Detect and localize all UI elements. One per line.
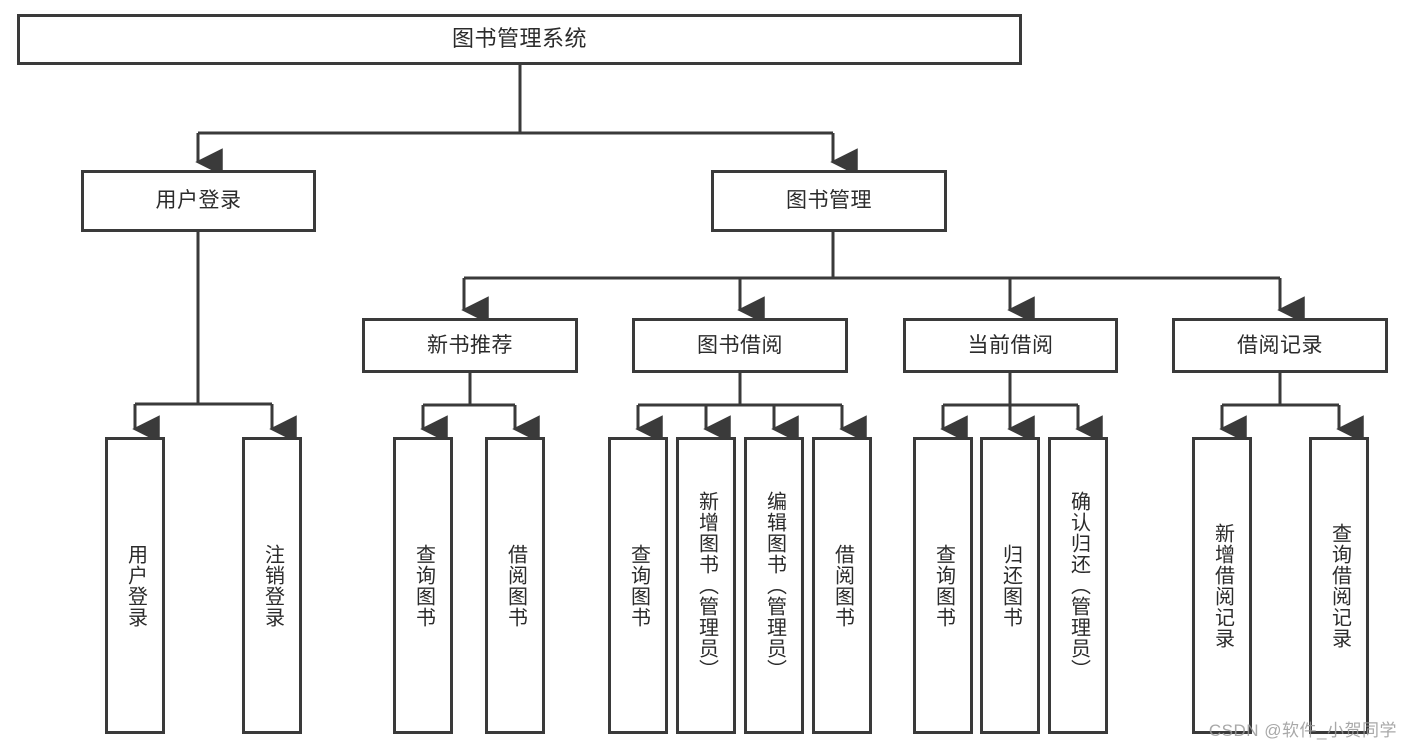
leaf-confirm-return-admin[interactable]: 确认归还（管理员） [1048, 437, 1108, 734]
node-book-borrow[interactable]: 图书借阅 [632, 318, 848, 373]
leaf-query-book-borrow[interactable]: 查询图书 [608, 437, 668, 734]
leaf-label: 查询图书 [932, 543, 955, 628]
leaf-add-borrow-record[interactable]: 新增借阅记录 [1192, 437, 1252, 734]
node-root-book-management-system[interactable]: 图书管理系统 [17, 14, 1022, 65]
leaf-add-book-admin[interactable]: 新增图书（管理员） [676, 437, 736, 734]
node-label: 图书管理系统 [451, 26, 587, 52]
leaf-query-book-current[interactable]: 查询图书 [913, 437, 973, 734]
leaf-label: 注销登录 [261, 543, 284, 628]
leaf-label: 借阅图书 [831, 543, 854, 628]
leaf-logout-login[interactable]: 注销登录 [242, 437, 302, 734]
leaf-label: 查询图书 [412, 543, 435, 628]
node-user-login[interactable]: 用户登录 [81, 170, 316, 232]
leaf-query-borrow-record[interactable]: 查询借阅记录 [1309, 437, 1369, 734]
node-borrow-record[interactable]: 借阅记录 [1172, 318, 1388, 373]
leaf-return-book[interactable]: 归还图书 [980, 437, 1040, 734]
leaf-label: 编辑图书（管理员） [763, 491, 786, 680]
node-label: 当前借阅 [967, 333, 1054, 357]
leaf-query-book-newbook[interactable]: 查询图书 [393, 437, 453, 734]
node-label: 新书推荐 [427, 333, 513, 357]
leaf-label: 查询图书 [627, 543, 650, 628]
leaf-label: 用户登录 [124, 543, 147, 628]
node-new-book-recommend[interactable]: 新书推荐 [362, 318, 578, 373]
leaf-label: 归还图书 [999, 543, 1022, 628]
leaf-label: 查询借阅记录 [1328, 522, 1351, 649]
leaf-user-login[interactable]: 用户登录 [105, 437, 165, 734]
node-book-management[interactable]: 图书管理 [711, 170, 947, 232]
leaf-label: 新增图书（管理员） [695, 491, 718, 680]
leaf-borrow-book-newbook[interactable]: 借阅图书 [485, 437, 545, 734]
node-current-borrow[interactable]: 当前借阅 [903, 318, 1118, 373]
csdn-watermark: CSDN @软件_小贺同学 [1208, 721, 1397, 740]
leaf-label: 确认归还（管理员） [1067, 491, 1090, 680]
node-label: 借阅记录 [1237, 333, 1323, 357]
node-label: 图书借阅 [697, 333, 783, 357]
leaf-borrow-book[interactable]: 借阅图书 [812, 437, 872, 734]
node-label: 用户登录 [155, 189, 242, 213]
leaf-label: 借阅图书 [504, 543, 527, 628]
leaf-edit-book-admin[interactable]: 编辑图书（管理员） [744, 437, 804, 734]
node-label: 图书管理 [786, 189, 872, 213]
leaf-label: 新增借阅记录 [1211, 522, 1234, 649]
